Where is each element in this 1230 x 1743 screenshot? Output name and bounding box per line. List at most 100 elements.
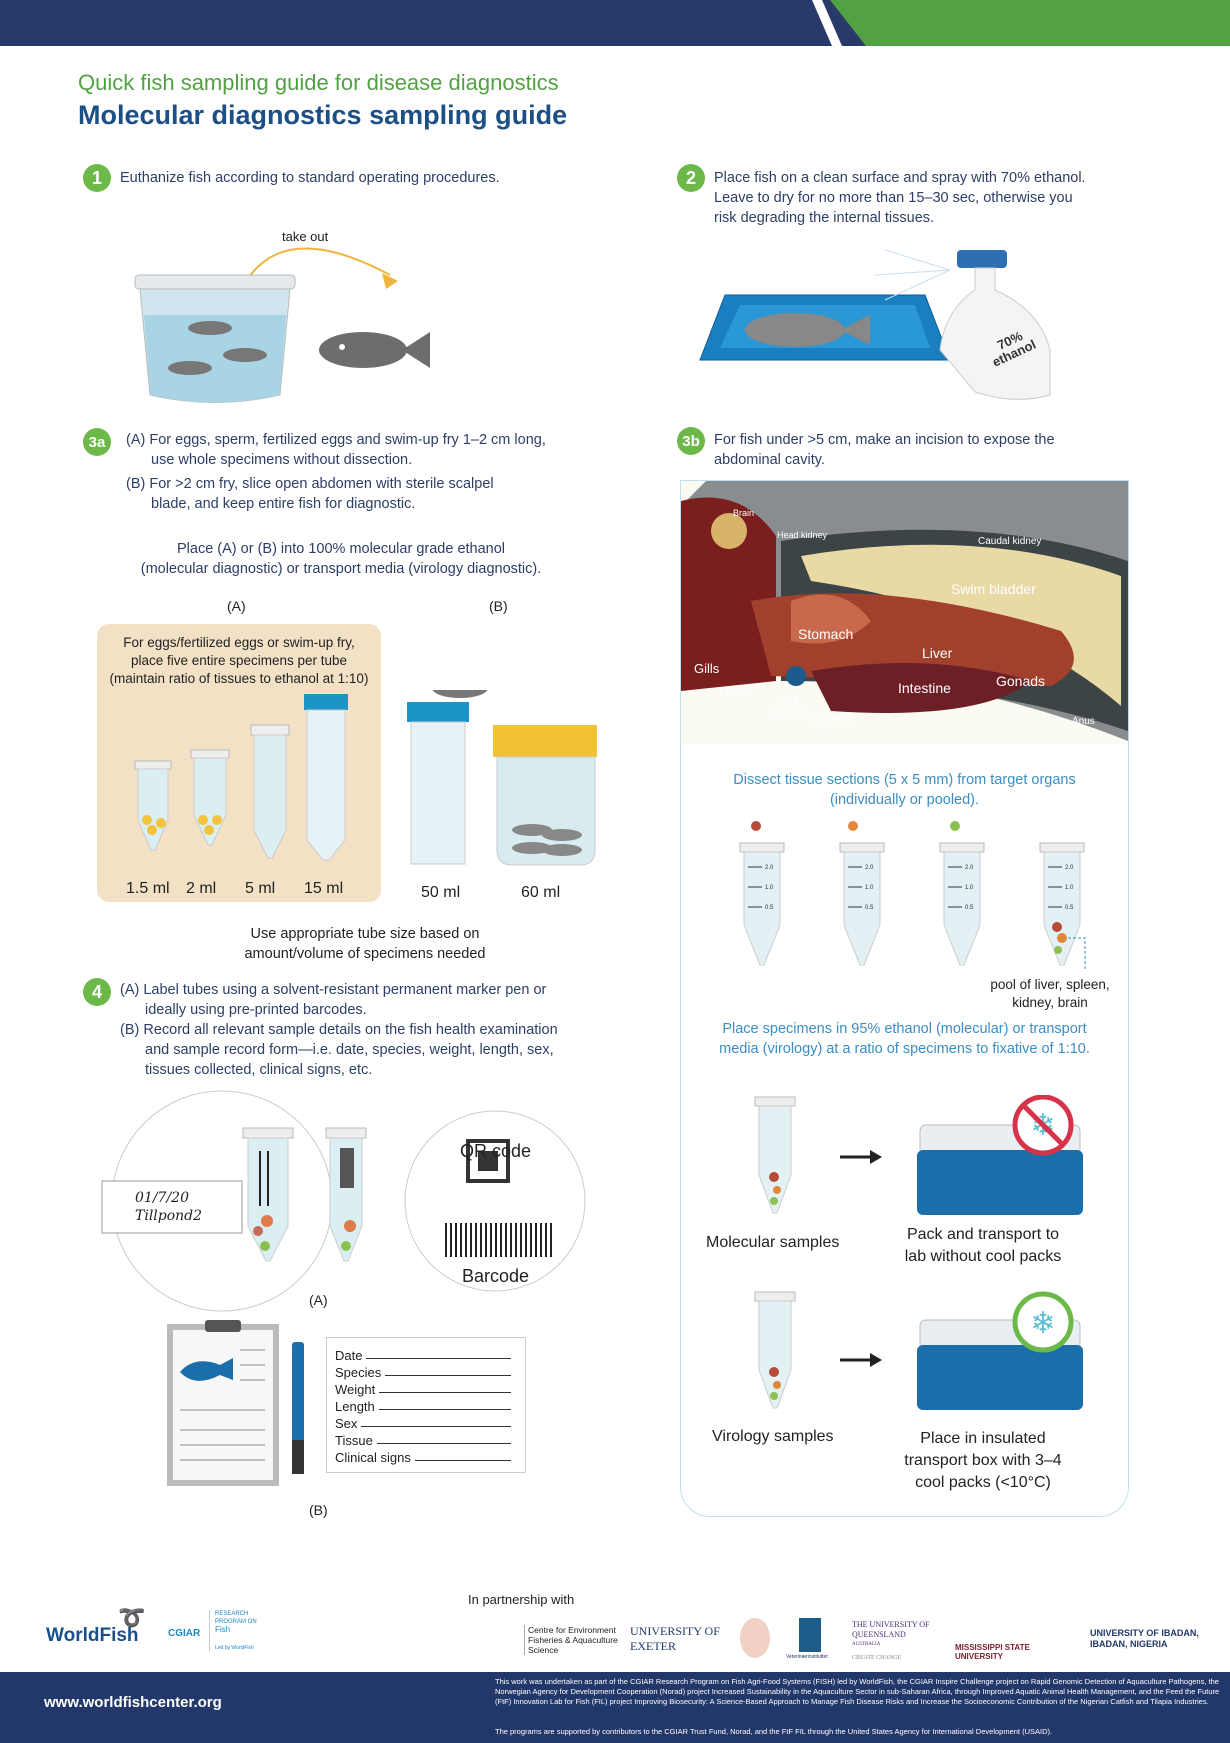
- step-2-line: Leave to dry for no more than 15–30 sec,…: [714, 190, 1073, 206]
- partnership-heading: In partnership with: [468, 1592, 575, 1607]
- barcode-zoom: [404, 1110, 586, 1292]
- form-field-label: Weight: [335, 1382, 376, 1397]
- worldfish-logo: WorldFish: [46, 1625, 139, 1646]
- gills-head: [681, 497, 776, 691]
- step-3a-line: (B) For >2 cm fry, slice open abdomen wi…: [126, 476, 494, 492]
- mississippi-state-logo: MISSISSIPPI STATE UNIVERSITY: [955, 1643, 1030, 1661]
- action-line: Pack and transport to: [906, 1226, 1060, 1243]
- step-4-text: (A) Label tubes using a solvent-resistan…: [120, 980, 558, 1080]
- tube-scale-label: 1.0: [765, 885, 774, 891]
- tubes-illustration: [134, 690, 597, 866]
- bucket-illustration: [134, 247, 430, 403]
- organ-label-brain: Brain: [733, 508, 755, 518]
- place-instruction: Place (A) or (B) into 100% molecular gra…: [100, 539, 582, 579]
- tube-size-label: 5 ml: [245, 880, 276, 897]
- tube-scale-label: 2.0: [765, 865, 774, 871]
- cefas-logo: Centre for Environment Fisheries & Aquac…: [524, 1625, 619, 1655]
- barcode-label: Barcode: [462, 1266, 530, 1286]
- form-field-length[interactable]: Length: [335, 1397, 517, 1414]
- step-2-badge: 2: [677, 164, 705, 192]
- barcode: [443, 1223, 553, 1257]
- step-3b-badge: 3b: [677, 427, 705, 455]
- tissue-sample: [848, 821, 858, 831]
- tube-scale-label: 2.0: [1065, 865, 1074, 871]
- form-field-weight[interactable]: Weight: [335, 1380, 517, 1397]
- partner-seal-logo: [740, 1618, 770, 1658]
- tube-size-label: 15 ml: [304, 880, 344, 897]
- form-field-clinical-signs[interactable]: Clinical signs: [335, 1448, 517, 1465]
- logo-text: Veterinærinstituttet: [786, 1654, 828, 1660]
- organ-label-anus: Anus: [1072, 716, 1095, 727]
- jar-60ml: [493, 725, 597, 866]
- intestine: [811, 663, 1031, 713]
- fish-icon: [188, 321, 232, 335]
- label-a: (A): [227, 598, 246, 614]
- dissect-line: (individually or pooled).: [829, 792, 980, 808]
- tube-scale-label: 0.5: [1065, 905, 1074, 911]
- step-4-line: tissues collected, clinical signs, etc.: [145, 1062, 373, 1078]
- label-b: (B): [489, 598, 508, 614]
- form-field-tissue[interactable]: Tissue: [335, 1431, 517, 1448]
- brain: [711, 513, 747, 549]
- form-field-label: Species: [335, 1365, 382, 1380]
- pen-icon: [292, 1342, 304, 1472]
- fish-icon: [432, 690, 488, 698]
- spray-nozzle: [957, 250, 1007, 268]
- action-line: transport box with 3–4: [904, 1452, 1062, 1469]
- handwritten-pond: Tillpond2: [135, 1208, 203, 1224]
- page-title: Molecular diagnostics sampling guide: [78, 100, 568, 130]
- organ-label-line: bladder: [770, 708, 807, 720]
- funding-statement: This work was undertaken as part of the …: [495, 1677, 1220, 1706]
- crp-line: PROGRAM ON: [215, 1619, 257, 1625]
- website-link[interactable]: www.worldfishcenter.org: [44, 1694, 222, 1711]
- form-field-date[interactable]: Date: [335, 1346, 517, 1363]
- tube-handwritten: [242, 1127, 294, 1262]
- gall-bladder: [786, 666, 806, 686]
- fish-icon: [745, 313, 845, 347]
- step-3a-line: use whole specimens without dissection.: [151, 452, 413, 468]
- fish-icon: [168, 361, 212, 375]
- ibadan-logo: UNIVERSITY OF IBADAN, IBADAN, NIGERIA: [1090, 1628, 1199, 1649]
- tube: 2.01.00.5: [939, 842, 985, 966]
- cold-pack-icon: ❄: [1012, 1291, 1074, 1353]
- tube-scale-label: 2.0: [865, 865, 874, 871]
- no-cold-pack-icon: ❄: [1012, 1095, 1074, 1156]
- header-green-band: [830, 0, 1230, 46]
- logo-text: CREATE CHANGE: [852, 1655, 902, 1661]
- label-b: (B): [309, 1502, 328, 1518]
- tube-size-label: 2 ml: [186, 880, 217, 897]
- step-4-line: ideally using pre-printed barcodes.: [145, 1002, 367, 1018]
- tissue-sample: [950, 821, 960, 831]
- pool-line: pool of liver, spleen,: [990, 977, 1110, 992]
- tube-scale-label: 1.0: [865, 885, 874, 891]
- pool-line: kidney, brain: [1012, 995, 1088, 1010]
- form-field-species[interactable]: Species: [335, 1363, 517, 1380]
- handwritten-label: 01/7/20 Tillpond2: [135, 1189, 202, 1225]
- fixative-line: media (virology) at a ratio of specimens…: [719, 1041, 1090, 1057]
- tube-size-label: 50 ml: [421, 884, 461, 901]
- note-line: amount/volume of specimens needed: [244, 946, 486, 962]
- labeling-illustration: [101, 1090, 586, 1312]
- svg-text:❄: ❄: [1030, 1307, 1055, 1340]
- transport-illustration: ❄ ❄: [754, 1095, 1083, 1410]
- form-field-label: Tissue: [335, 1433, 373, 1448]
- tissue-sample: [751, 821, 761, 831]
- organ-label-stomach: Stomach: [798, 626, 854, 642]
- swim-bladder: [801, 544, 1121, 706]
- dissect-instruction: Dissect tissue sections (5 x 5 mm) from …: [680, 770, 1129, 810]
- action-line: lab without cool packs: [904, 1248, 1062, 1265]
- form-field-sex[interactable]: Sex: [335, 1414, 517, 1431]
- organ-label-line: Gall: [778, 696, 799, 708]
- logo-text: THE UNIVERSITY OF QUEENSLAND: [852, 1620, 930, 1639]
- step-3a-text: (A) For eggs, sperm, fertilized eggs and…: [126, 430, 546, 514]
- organ-label-swim-bladder: Swim bladder: [951, 581, 1036, 597]
- tube-pooled: 2.01.00.5: [1039, 842, 1086, 971]
- step-2-line: risk degrading the internal tissues.: [714, 210, 935, 226]
- note-line: Use appropriate tube size based on: [250, 926, 480, 942]
- tube-1-5ml: [134, 760, 172, 851]
- take-out-label: take out: [282, 229, 329, 244]
- tube-5ml: [250, 724, 290, 859]
- box-line: (maintain ratio of tissues to ethanol at…: [109, 671, 369, 686]
- tray-spray-illustration: 70% ethanol: [699, 249, 1051, 400]
